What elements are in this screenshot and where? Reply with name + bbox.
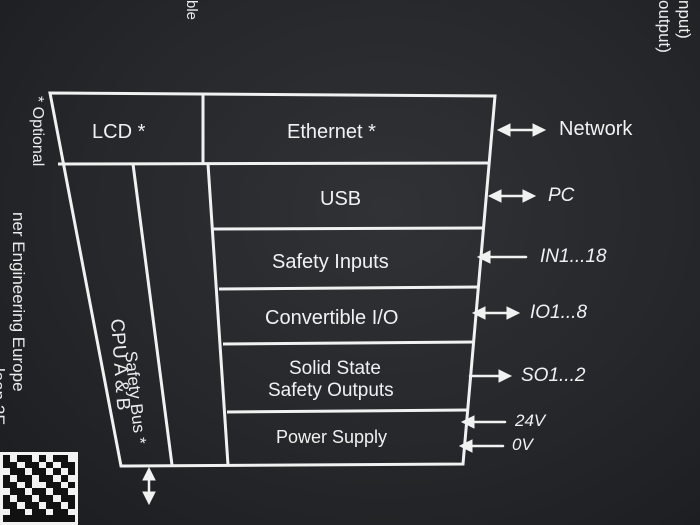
lcd-label: LCD * <box>92 121 146 143</box>
panel-outline <box>48 91 497 468</box>
safety-inputs-label: Safety Inputs <box>272 251 389 273</box>
top-left-text: ble <box>183 0 200 21</box>
row-divider-outputs <box>226 408 469 414</box>
convertible-io-label: Convertible I/O <box>265 307 399 329</box>
pc-label: PC <box>548 185 575 206</box>
engineering-text: ner Engineering Europe <box>9 212 28 392</box>
inputs-label: IN1...18 <box>540 246 607 267</box>
cpu-divider <box>206 163 230 466</box>
network-label: Network <box>559 118 633 140</box>
safety-outputs-label: Safety Outputs <box>268 380 394 401</box>
io-label: IO1...8 <box>530 302 588 323</box>
solid-state-label: Solid State <box>289 358 381 379</box>
address-text: laan 2F <box>0 368 8 425</box>
optional-note: * Optional <box>29 96 46 167</box>
ethernet-label: Ethernet * <box>287 121 376 143</box>
row-divider-inputs <box>218 285 480 291</box>
0v-label: 0V <box>512 435 533 454</box>
top-right-text-2: output) <box>655 0 674 53</box>
24v-label: 24V <box>515 411 546 430</box>
bus-divider <box>131 163 174 466</box>
power-supply-label: Power Supply <box>276 427 388 447</box>
data-matrix-code <box>0 452 78 525</box>
row-divider-io <box>222 340 475 346</box>
top-row-divider <box>57 161 491 166</box>
usb-label: USB <box>320 188 362 210</box>
outputs-label: SO1...2 <box>521 365 586 386</box>
row-divider-usb <box>212 226 485 231</box>
top-right-text-1: nput) <box>675 0 694 39</box>
